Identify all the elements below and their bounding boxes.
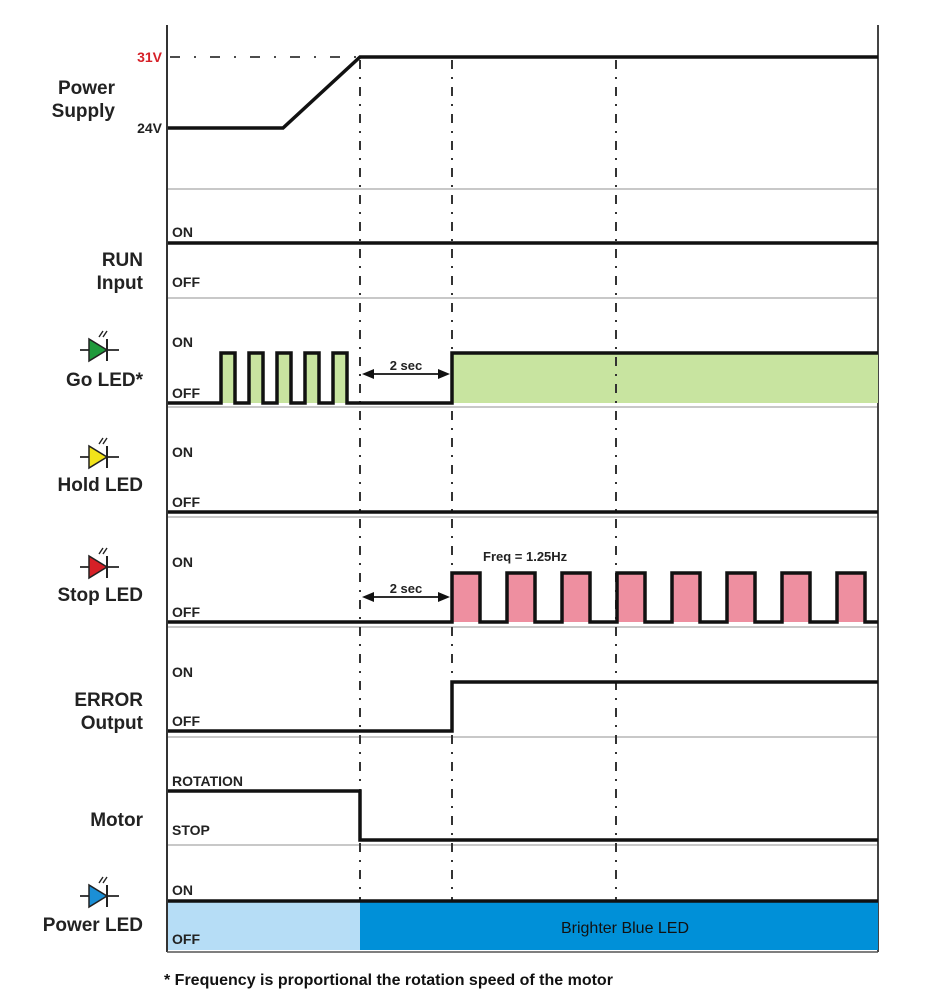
stop-led-pulse-fill [562, 573, 590, 622]
go-led-off-label: OFF [172, 385, 200, 401]
diagram-frame [166, 25, 879, 953]
stop-led-pulse-fill [507, 573, 535, 622]
go-led-pulse-fill [221, 353, 235, 403]
stop-led-2sec-label: 2 sec [390, 581, 423, 596]
hold-led-off-label: OFF [172, 494, 200, 510]
power-supply-title-line1: Power [58, 78, 116, 99]
go-led-pulse-fill [277, 353, 291, 403]
go-led-title: Go LED* [66, 370, 144, 391]
error-output-title-line2: Output [81, 713, 144, 734]
row-run-input: RUN Input ON OFF [97, 224, 878, 294]
led-icon-blue [80, 876, 119, 909]
stop-led-on-label: ON [172, 554, 193, 570]
error-output-title-line1: ERROR [74, 690, 143, 711]
row-motor: Motor ROTATION STOP [90, 773, 878, 842]
power-supply-title-line2: Supply [52, 101, 116, 122]
stop-led-pulse-fill [672, 573, 700, 622]
error-output-waveform [168, 680, 878, 733]
motor-rotation-label: ROTATION [172, 773, 243, 789]
waveform-fills [221, 353, 878, 622]
motor-title: Motor [90, 810, 143, 831]
run-input-title-line1: RUN [102, 250, 143, 271]
row-stop-led: Stop LED ON OFF 2 sec Freq = 1.25Hz [58, 547, 878, 624]
run-input-on-label: ON [172, 224, 193, 240]
led-icon-red [80, 547, 119, 580]
stop-led-pulse-fill [452, 573, 480, 622]
voltage-24v-label: 24V [137, 120, 163, 136]
brighter-blue-led-label: Brighter Blue LED [561, 920, 689, 937]
led-icon-yellow [80, 437, 119, 470]
power-led-on-label: ON [172, 882, 193, 898]
stop-led-pulse-fill [617, 573, 645, 622]
motor-waveform [168, 789, 878, 842]
power-led-off-label: OFF [172, 931, 200, 947]
motor-stop-label: STOP [172, 822, 210, 838]
footnote: * Frequency is proportional the rotation… [164, 972, 613, 989]
go-led-pulse-fill [333, 353, 347, 403]
time-guides [359, 60, 617, 900]
power-led-bright-fill [360, 902, 878, 950]
row-power-led: Power LED ON OFF Brighter Blue LED [43, 876, 878, 950]
row-error-output: ERROR Output ON OFF [74, 664, 878, 734]
run-input-title-line2: Input [97, 273, 144, 294]
stop-led-2sec-arrow [362, 592, 450, 602]
go-led-pulse-fill [249, 353, 263, 403]
row-power-supply: Power Supply 31V 24V [52, 49, 878, 136]
go-led-waveform [168, 351, 878, 405]
row-go-led: Go LED* ON OFF 2 sec [66, 330, 878, 405]
power-supply-waveform [168, 55, 878, 130]
power-led-normal-fill [168, 902, 360, 950]
stop-led-waveform [168, 571, 878, 624]
stop-led-frequency-label: Freq = 1.25Hz [483, 549, 568, 564]
voltage-31v-label: 31V [137, 49, 163, 65]
stop-led-off-label: OFF [172, 604, 200, 620]
go-led-2sec-label: 2 sec [390, 358, 423, 373]
go-led-2sec-arrow [362, 369, 450, 379]
go-led-on-fill [452, 353, 878, 403]
error-output-on-label: ON [172, 664, 193, 680]
hold-led-on-label: ON [172, 444, 193, 460]
run-input-off-label: OFF [172, 274, 200, 290]
go-led-on-label: ON [172, 334, 193, 350]
hold-led-title: Hold LED [58, 475, 144, 496]
stop-led-pulse-fill [782, 573, 810, 622]
go-led-pulse-fill [305, 353, 319, 403]
stop-led-pulse-fill [837, 573, 865, 622]
power-led-title: Power LED [43, 915, 143, 936]
stop-led-title: Stop LED [58, 585, 144, 606]
stop-led-pulse-fill [727, 573, 755, 622]
row-hold-led: Hold LED ON OFF [58, 437, 878, 514]
row-separators [168, 188, 877, 846]
led-icon-green [80, 330, 119, 363]
error-output-off-label: OFF [172, 713, 200, 729]
